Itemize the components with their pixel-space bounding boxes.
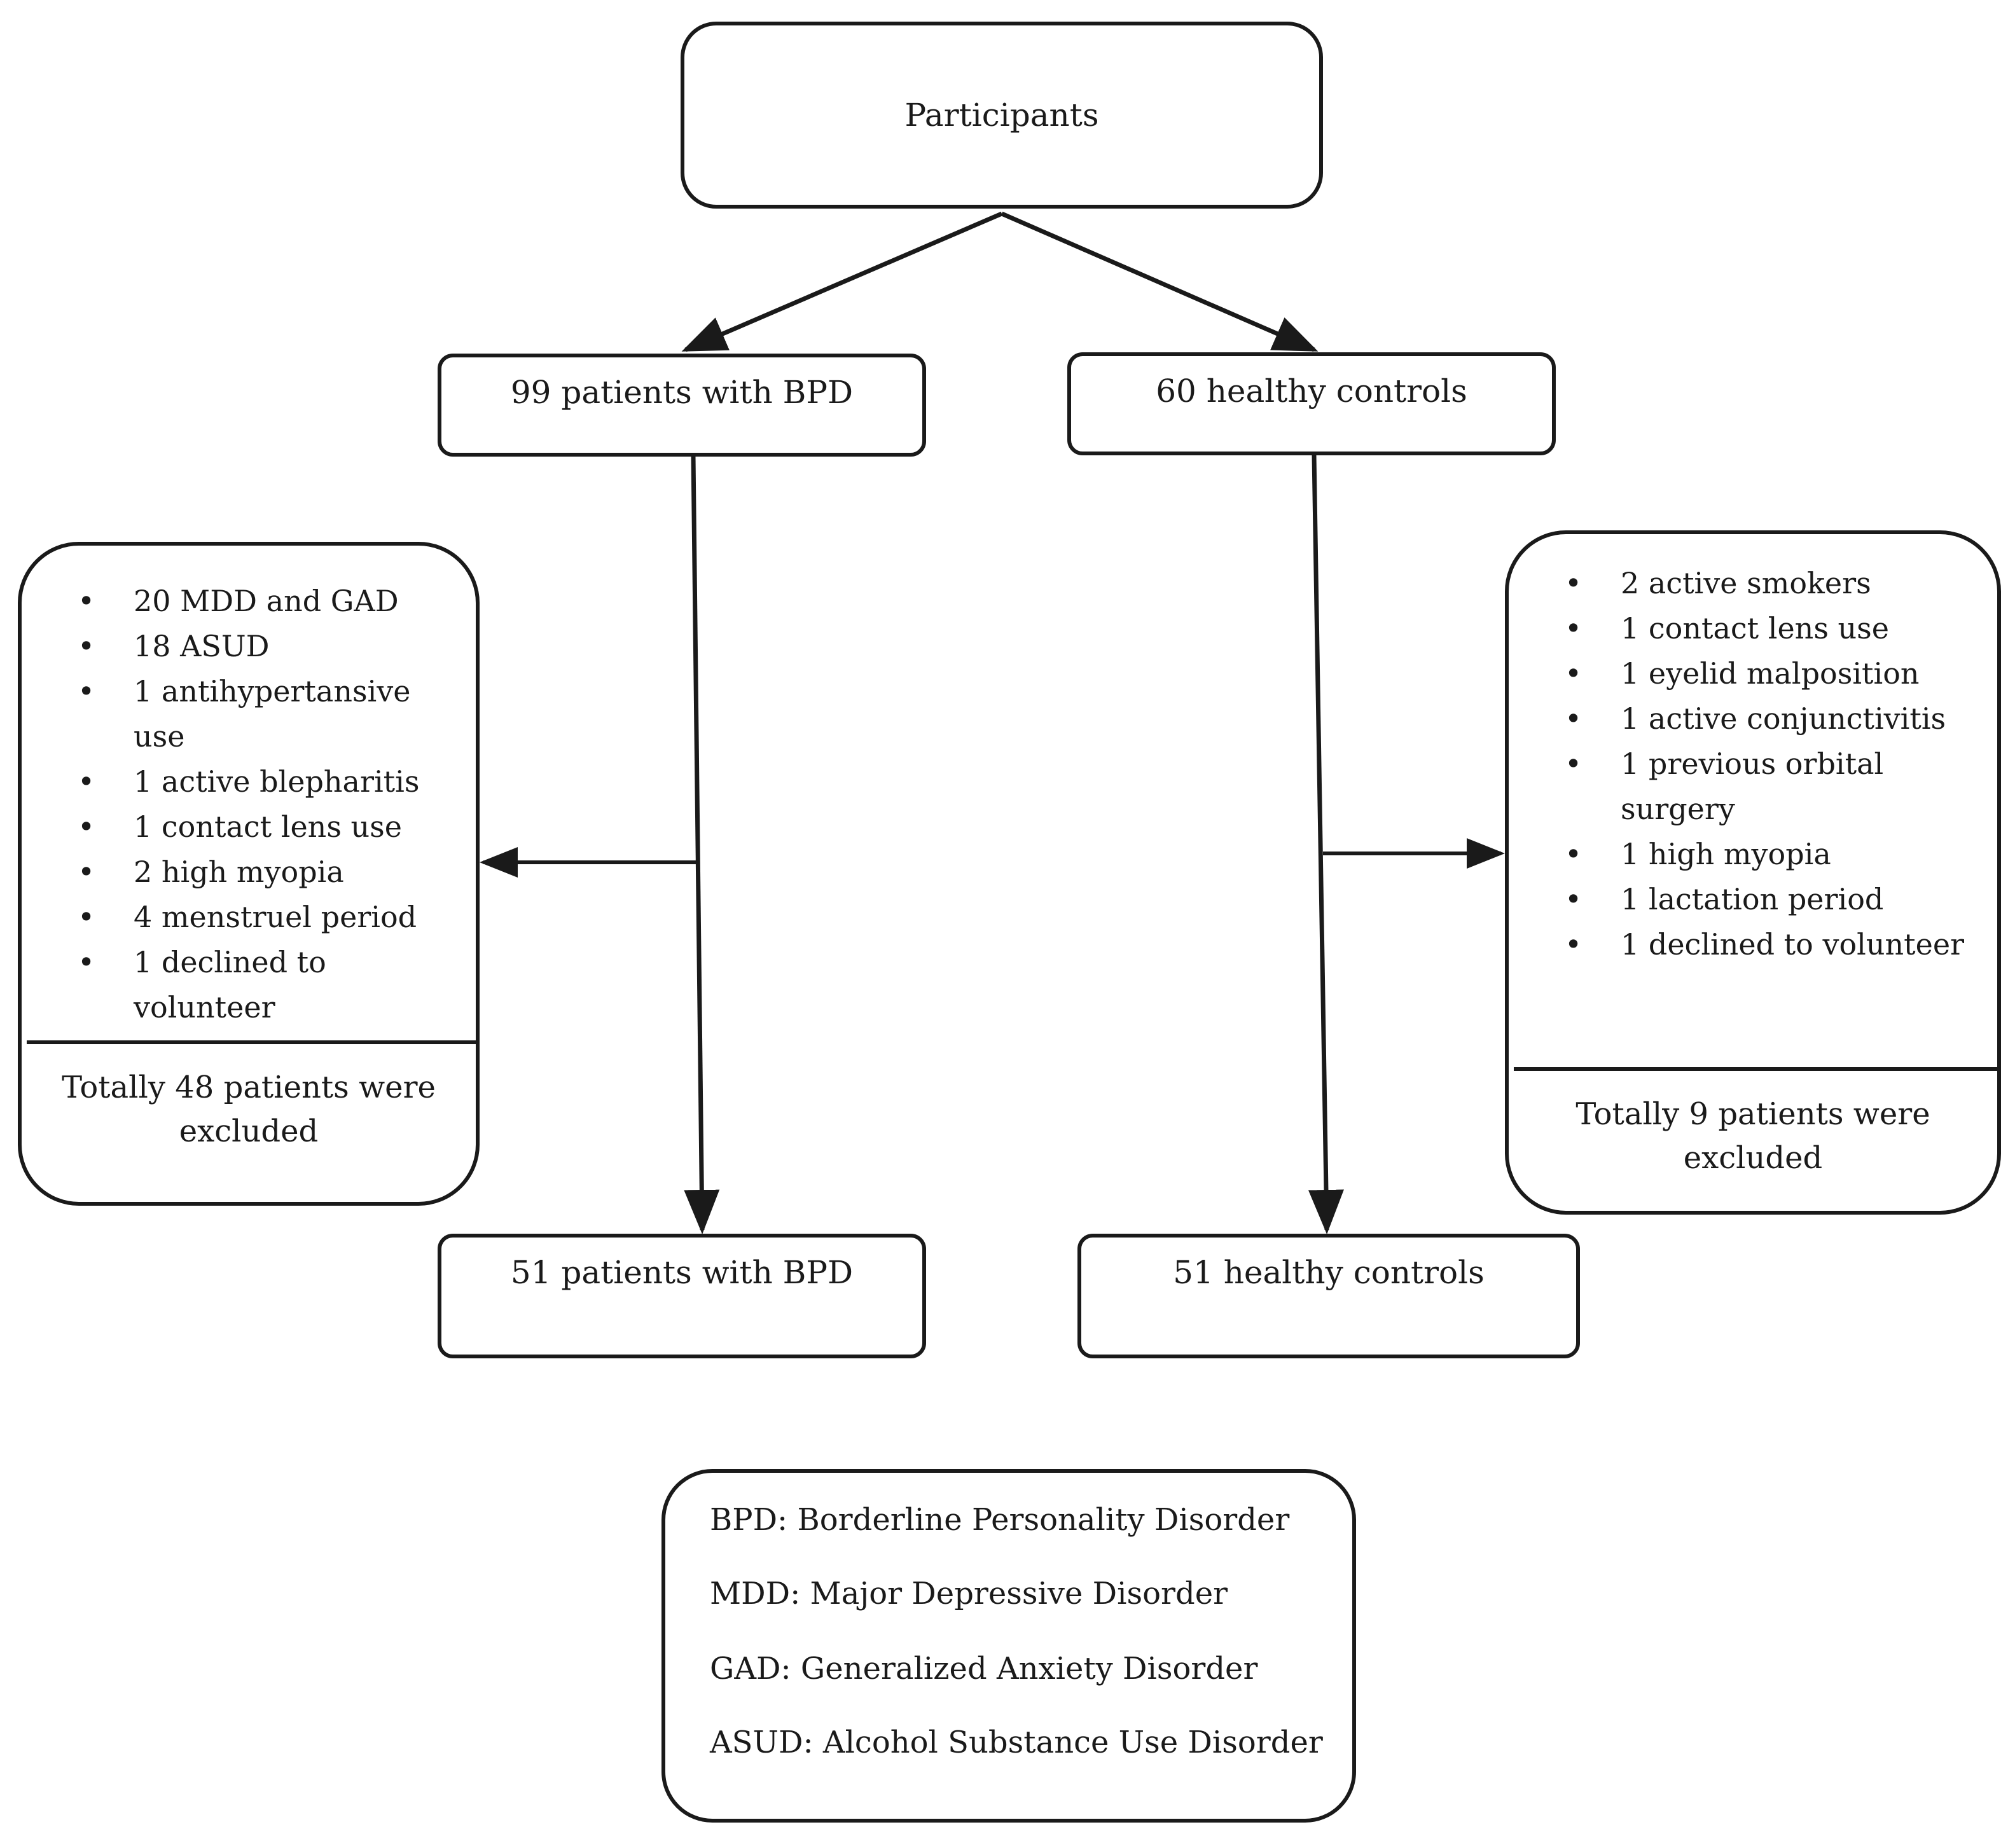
legend-entry-bpd: BPD: Borderline Personality Disorder bbox=[710, 1502, 1290, 1538]
legend-entry-mdd: MDD: Major Depressive Disorder bbox=[710, 1576, 1228, 1611]
participants-label: Participants bbox=[904, 97, 1099, 134]
bullet-icon: • bbox=[78, 584, 95, 618]
participants-box: Participants bbox=[681, 22, 1323, 209]
arrow-participants-to-controls bbox=[1001, 211, 1319, 352]
bullet-icon: • bbox=[1565, 701, 1582, 736]
legend-entry-gad: GAD: Generalized Anxiety Disorder bbox=[710, 1651, 1258, 1686]
controls-excluded-total: Totally 9 patients were excluded bbox=[1575, 1096, 1930, 1176]
bpd-initial-label: 99 patients with BPD bbox=[510, 374, 854, 411]
bullet-icon: • bbox=[78, 674, 95, 708]
list-item: •1 contact lens use bbox=[1509, 606, 1997, 651]
bullet-icon: • bbox=[1565, 837, 1582, 871]
bullet-icon: • bbox=[78, 764, 95, 799]
controls-final-label: 51 healthy controls bbox=[1173, 1254, 1485, 1291]
list-item: •18 ASUD bbox=[22, 624, 476, 669]
bpd-exclusion-list: •20 MDD and GAD •18 ASUD •1 antihypertan… bbox=[22, 579, 476, 1030]
list-item: •1 declined to volunteer bbox=[22, 940, 476, 1030]
bullet-icon: • bbox=[1565, 882, 1582, 916]
list-item: •1 active blepharitis bbox=[22, 759, 476, 804]
arrow-bpd-to-final bbox=[684, 456, 720, 1234]
bpd-final-label: 51 patients with BPD bbox=[510, 1254, 854, 1291]
controls-exclusions-box: •2 active smokers •1 contact lens use •1… bbox=[1505, 530, 2001, 1215]
bullet-icon: • bbox=[78, 629, 95, 663]
list-item: •1 antihypertansive use bbox=[22, 669, 476, 759]
bullet-icon: • bbox=[78, 945, 95, 979]
list-item: •2 active smokers bbox=[1509, 561, 1997, 606]
bullet-icon: • bbox=[1565, 927, 1582, 962]
bullet-icon: • bbox=[1565, 747, 1582, 781]
controls-exclusion-list: •2 active smokers •1 contact lens use •1… bbox=[1509, 561, 1997, 967]
legend-entry-asud: ASUD: Alcohol Substance Use Disorder bbox=[710, 1725, 1323, 1760]
list-item: •1 declined to volunteer bbox=[1509, 922, 1997, 967]
list-item: •2 high myopia bbox=[22, 850, 476, 895]
bpd-final-box: 51 patients with BPD bbox=[438, 1234, 926, 1358]
divider bbox=[1514, 1067, 1997, 1071]
list-item: •1 previous orbital surgery bbox=[1509, 741, 1997, 832]
divider bbox=[27, 1040, 476, 1044]
controls-initial-label: 60 healthy controls bbox=[1156, 373, 1467, 410]
bullet-icon: • bbox=[1565, 656, 1582, 691]
list-item: •1 lactation period bbox=[1509, 877, 1997, 922]
bullet-icon: • bbox=[78, 810, 95, 844]
arrow-controls-to-final bbox=[1308, 455, 1344, 1234]
list-item: •1 high myopia bbox=[1509, 832, 1997, 877]
bpd-excluded-total: Totally 48 patients were excluded bbox=[62, 1070, 436, 1149]
list-item: •20 MDD and GAD bbox=[22, 579, 476, 624]
controls-initial-box: 60 healthy controls bbox=[1067, 352, 1556, 455]
bullet-icon: • bbox=[78, 855, 95, 889]
arrow-participants-to-bpd bbox=[681, 211, 1003, 352]
bpd-initial-box: 99 patients with BPD bbox=[438, 354, 926, 457]
list-item: •1 contact lens use bbox=[22, 804, 476, 850]
list-item: •1 active conjunctivitis bbox=[1509, 696, 1997, 741]
bullet-icon: • bbox=[1565, 566, 1582, 600]
list-item: •1 eyelid malposition bbox=[1509, 651, 1997, 696]
controls-final-box: 51 healthy controls bbox=[1077, 1234, 1580, 1358]
bullet-icon: • bbox=[78, 900, 95, 934]
abbreviation-legend: BPD: Borderline Personality Disorder MDD… bbox=[661, 1469, 1356, 1823]
bpd-exclusions-box: •20 MDD and GAD •18 ASUD •1 antihypertan… bbox=[18, 542, 480, 1206]
list-item: •4 menstruel period bbox=[22, 895, 476, 940]
bullet-icon: • bbox=[1565, 611, 1582, 645]
